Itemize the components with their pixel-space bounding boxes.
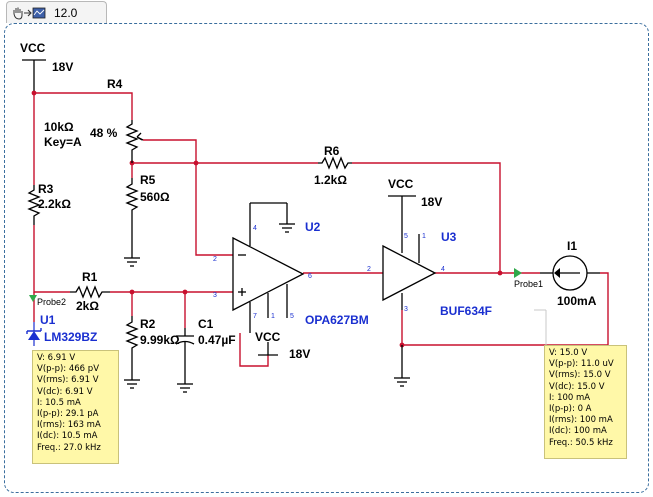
u3-pin-vplus: 5 xyxy=(404,233,408,240)
c1-value: 0.47µF xyxy=(198,333,236,347)
c1-ref: C1 xyxy=(198,317,214,331)
vcc-u2-name: VCC xyxy=(255,330,281,344)
schematic-tab[interactable]: 12.0 xyxy=(6,1,107,23)
r2-resistor[interactable]: R2 9.99kΩ xyxy=(124,316,180,389)
r4-percent: 48 % xyxy=(90,126,118,140)
probe2-reading: I(rms): 163 mA xyxy=(37,420,101,431)
probe2-reading: I: 10.5 mA xyxy=(37,397,81,408)
probe1-reading: V(p-p): 11.0 uV xyxy=(549,359,614,370)
probe2-reading: I(p-p): 29.1 pA xyxy=(37,409,99,420)
u2-ref: U2 xyxy=(305,220,321,234)
u2-pin-1: 1 xyxy=(271,313,275,320)
r2-ref: R2 xyxy=(140,317,156,331)
r3-resistor[interactable]: R3 2.2kΩ xyxy=(27,182,71,225)
schematic-frame xyxy=(4,23,649,493)
r6-value: 1.2kΩ xyxy=(314,173,347,187)
r2-value: 9.99kΩ xyxy=(140,333,180,347)
vcc-u3-name: VCC xyxy=(388,177,414,191)
hand-arrow-instrument-icon xyxy=(13,7,46,20)
vcc-top-value: 18V xyxy=(52,60,73,74)
probe1-reading: I(dc): 100 mA xyxy=(549,426,607,437)
r3-value: 2.2kΩ xyxy=(38,197,71,211)
r5-ref: R5 xyxy=(140,173,156,187)
r6-ref: R6 xyxy=(324,144,340,158)
probe1-label: Probe1 xyxy=(514,279,543,289)
u2-pin-vminus: 7 xyxy=(253,313,257,320)
probe2-reading: V(p-p): 466 pV xyxy=(37,364,100,375)
r1-value: 2kΩ xyxy=(76,299,99,313)
probe2-reading: V(rms): 6.91 V xyxy=(37,375,99,386)
u3-ref: U3 xyxy=(441,230,457,244)
junctions xyxy=(31,90,503,348)
u2-opamp[interactable]: 2 3 6 4 7 1 5 U2 OPA627BM VCC 18V xyxy=(213,202,369,361)
r1-ref: R1 xyxy=(82,270,98,284)
probe1-reading: Freq.: 50.5 kHz xyxy=(549,437,613,448)
u3-part: BUF634F xyxy=(440,304,492,318)
u2-pin-5: 5 xyxy=(290,313,294,320)
u1-part: LM329BZ xyxy=(44,330,97,344)
tab-icons xyxy=(12,6,46,20)
u1-ref: U1 xyxy=(40,313,56,327)
probe1-readout: V: 15.0 V V(p-p): 11.0 uV V(rms): 15.0 V… xyxy=(544,345,627,459)
i1-current-source[interactable]: I1 100mA xyxy=(540,239,600,308)
probe2-reading: Freq.: 27.0 kHz xyxy=(37,442,101,453)
probe1-reading: V: 15.0 V xyxy=(549,348,588,358)
r5-value: 560Ω xyxy=(140,190,170,204)
probe1-reading: I(rms): 100 mA xyxy=(549,415,613,426)
r3-ref: R3 xyxy=(38,182,54,196)
probe1-reading: I: 100 mA xyxy=(549,392,591,403)
vcc-u3-value: 18V xyxy=(421,195,442,209)
u2-pin-vplus: 4 xyxy=(253,225,257,232)
probe1-reading: V(rms): 15.0 V xyxy=(549,370,611,381)
u3-buffer[interactable]: 2 4 5 1 3 U3 BUF634F VCC 18V xyxy=(367,177,492,387)
u2-pin-noninv: 3 xyxy=(213,292,217,299)
r1-resistor[interactable]: R1 2kΩ xyxy=(70,270,110,313)
probe1-reading: V(dc): 15.0 V xyxy=(549,381,605,392)
probe2-label: Probe2 xyxy=(37,297,66,307)
r4-value: 10kΩ xyxy=(44,120,74,134)
r4-potentiometer[interactable]: R4 10kΩ Key=A 48 % xyxy=(44,77,144,163)
probe2-reading: I(dc): 10.5 mA xyxy=(37,431,98,442)
probe2-reading: V: 6.91 V xyxy=(37,353,76,363)
c1-capacitor[interactable]: C1 0.47µF xyxy=(175,317,236,393)
r4-ref: R4 xyxy=(107,77,123,91)
probe2-readout: V: 6.91 V V(p-p): 466 pV V(rms): 6.91 V … xyxy=(32,350,119,464)
zoom-level: 12.0 xyxy=(54,5,78,20)
vcc-top-name: VCC xyxy=(20,41,46,55)
probe1-marker[interactable]: Probe1 xyxy=(514,268,543,289)
u3-pin-1: 1 xyxy=(422,233,426,240)
vcc-top-source[interactable]: VCC 18V xyxy=(20,41,73,93)
vcc-u2-value: 18V xyxy=(289,347,310,361)
i1-value: 100mA xyxy=(557,294,597,308)
r4-key: Key=A xyxy=(44,135,82,149)
u2-part: OPA627BM xyxy=(305,313,369,327)
u3-pin-in: 2 xyxy=(367,266,371,273)
probe1-reading: I(p-p): 0 A xyxy=(549,404,592,415)
i1-ref: I1 xyxy=(567,239,577,253)
r6-resistor[interactable]: R6 1.2kΩ xyxy=(314,144,352,187)
u3-pin-vminus: 3 xyxy=(404,306,408,313)
u2-pin-out: 6 xyxy=(308,273,312,280)
u2-pin-inv: 2 xyxy=(213,256,217,263)
probe2-reading: V(dc): 6.91 V xyxy=(37,386,93,397)
u3-pin-out: 4 xyxy=(441,266,445,273)
probe2-marker[interactable]: Probe2 xyxy=(29,295,66,307)
r5-resistor[interactable]: R5 560Ω xyxy=(124,173,170,267)
u1-reference-diode[interactable]: U1 LM329BZ xyxy=(26,313,97,346)
